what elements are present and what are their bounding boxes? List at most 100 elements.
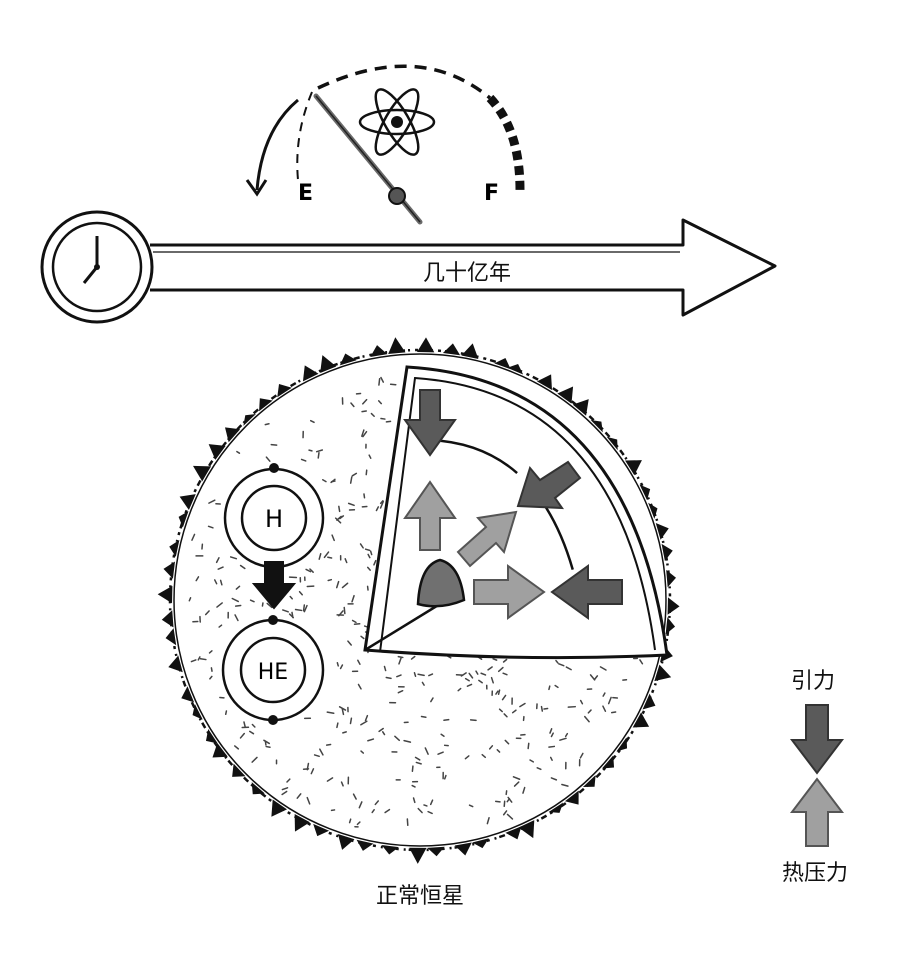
star-core bbox=[416, 558, 466, 608]
star-flare bbox=[655, 523, 669, 540]
surface-mark bbox=[339, 664, 344, 670]
surface-mark bbox=[468, 804, 474, 808]
surface-mark bbox=[341, 582, 349, 589]
surface-mark bbox=[410, 655, 416, 660]
star-flare bbox=[642, 693, 656, 710]
surface-mark bbox=[236, 450, 241, 454]
helium-atom: HE bbox=[221, 615, 325, 725]
surface-mark bbox=[599, 666, 607, 671]
surface-mark bbox=[378, 400, 383, 405]
surface-mark bbox=[364, 548, 371, 552]
star-flare bbox=[243, 413, 256, 426]
surface-mark bbox=[265, 745, 271, 749]
surface-mark bbox=[351, 619, 357, 624]
surface-mark bbox=[443, 774, 447, 780]
hydrogen-label: H bbox=[265, 505, 283, 533]
star-surface-texture bbox=[188, 376, 644, 828]
star-flare bbox=[427, 846, 445, 857]
gravity-arrow-diagonal bbox=[516, 460, 582, 510]
surface-mark bbox=[593, 675, 599, 681]
star-flare bbox=[192, 465, 212, 482]
surface-mark bbox=[340, 781, 344, 787]
gravity-arrow-right bbox=[550, 564, 623, 620]
surface-mark bbox=[548, 685, 551, 691]
surface-mark bbox=[415, 761, 422, 765]
surface-mark bbox=[330, 480, 336, 483]
star-flare bbox=[536, 374, 552, 391]
surface-mark bbox=[396, 674, 402, 678]
star-flare bbox=[582, 775, 596, 787]
surface-mark bbox=[375, 506, 380, 512]
surface-mark bbox=[317, 452, 320, 459]
hydrogen-atom: H bbox=[223, 463, 325, 569]
surface-mark bbox=[579, 752, 584, 759]
surface-mark bbox=[513, 781, 520, 787]
surface-mark bbox=[335, 580, 340, 589]
surface-mark bbox=[550, 777, 558, 781]
surface-mark bbox=[309, 419, 315, 424]
surface-mark bbox=[218, 624, 223, 628]
surface-mark bbox=[239, 564, 246, 570]
surface-mark bbox=[417, 673, 425, 677]
surface-mark bbox=[398, 657, 402, 665]
surface-mark bbox=[359, 543, 364, 549]
star-flare bbox=[339, 353, 357, 366]
star-flare bbox=[632, 712, 650, 728]
legend-gravity-label: 引力 bbox=[790, 669, 835, 694]
surface-mark bbox=[466, 683, 473, 687]
star-flare bbox=[381, 845, 399, 855]
surface-mark bbox=[264, 740, 267, 746]
surface-mark bbox=[341, 708, 345, 716]
fuel-gauge: E F bbox=[245, 64, 525, 225]
surface-mark bbox=[266, 602, 273, 609]
star-flare bbox=[661, 543, 673, 561]
surface-mark bbox=[494, 800, 501, 803]
surface-mark bbox=[251, 723, 256, 728]
pressure-arrow-right bbox=[473, 564, 546, 620]
timeline-label: 几十亿年 bbox=[422, 261, 511, 286]
surface-mark bbox=[519, 702, 526, 708]
surface-mark bbox=[208, 499, 216, 504]
surface-mark bbox=[343, 606, 346, 615]
surface-mark bbox=[265, 456, 271, 462]
star-flare bbox=[251, 782, 265, 795]
surface-mark bbox=[210, 667, 213, 672]
surface-mark bbox=[234, 614, 239, 622]
surface-mark bbox=[318, 552, 322, 560]
fusion-arrow bbox=[251, 561, 297, 610]
surface-mark bbox=[498, 708, 503, 713]
surface-mark bbox=[336, 722, 339, 729]
surface-mark bbox=[243, 721, 247, 729]
surface-mark bbox=[347, 502, 355, 507]
surface-mark bbox=[339, 515, 345, 520]
surface-mark bbox=[204, 610, 210, 616]
star-flare bbox=[370, 345, 388, 358]
surface-mark bbox=[349, 476, 353, 484]
surface-mark bbox=[555, 659, 559, 664]
star-flare bbox=[161, 610, 174, 628]
star-flare bbox=[163, 561, 176, 579]
surface-mark bbox=[602, 692, 606, 697]
surface-mark bbox=[188, 597, 192, 602]
surface-mark bbox=[294, 608, 303, 612]
surface-mark bbox=[325, 743, 332, 746]
star-flare bbox=[225, 427, 241, 443]
star-flare bbox=[472, 838, 489, 849]
surface-mark bbox=[235, 585, 241, 590]
surface-mark bbox=[495, 690, 499, 695]
surface-mark bbox=[412, 797, 416, 804]
surface-mark bbox=[342, 731, 347, 734]
surface-mark bbox=[610, 711, 617, 714]
star-flare bbox=[168, 655, 183, 673]
surface-mark bbox=[313, 754, 320, 758]
surface-mark bbox=[430, 697, 434, 703]
star-flare bbox=[178, 511, 189, 528]
star-flare bbox=[666, 569, 676, 588]
surface-mark bbox=[356, 821, 361, 826]
star-flare bbox=[337, 834, 355, 850]
surface-mark bbox=[413, 672, 417, 678]
surface-mark bbox=[217, 566, 224, 570]
surface-mark bbox=[363, 493, 366, 499]
star-flare bbox=[212, 742, 228, 758]
surface-mark bbox=[548, 745, 556, 748]
